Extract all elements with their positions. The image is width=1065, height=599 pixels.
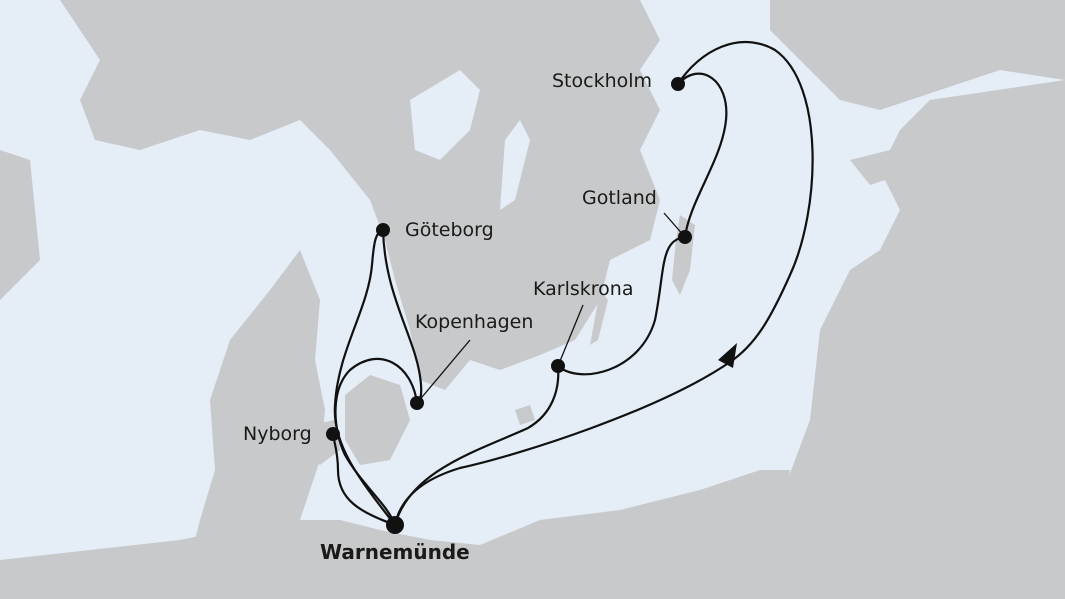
port-marker-karlskrona[interactable] [551, 359, 565, 373]
port-marker-goteborg[interactable] [376, 223, 390, 237]
land-jutland [180, 250, 325, 599]
route-stockholm-warnemunde [393, 40, 814, 526]
route-lines [331, 40, 814, 527]
land-saaremaa [850, 150, 900, 185]
land-scandinavia [60, 0, 660, 390]
land-finland [770, 0, 1065, 110]
route-karlskrona-gotland [557, 235, 686, 376]
route-kopenhagen-loop [334, 357, 419, 526]
label-gotland: Gotland [582, 187, 657, 209]
label-kopenhagen: Kopenhagen [415, 311, 534, 333]
label-goteborg: Göteborg [405, 219, 494, 241]
port-marker-warnemunde[interactable] [386, 516, 404, 534]
label-karlskrona: Karlskrona [533, 278, 634, 300]
leader-karlskrona [557, 304, 584, 367]
route-warnemunde-karlskrona [393, 365, 560, 526]
port-marker-stockholm[interactable] [671, 77, 685, 91]
label-nyborg: Nyborg [243, 423, 312, 445]
land-zealand [345, 375, 410, 465]
label-warnemunde: Warnemünde [320, 540, 470, 564]
label-stockholm: Stockholm [552, 70, 653, 92]
route-direction-arrow-icon [718, 343, 737, 368]
land-baltics [760, 80, 1065, 599]
route-warnemunde-nyborg [331, 433, 396, 527]
port-marker-gotland[interactable] [678, 230, 692, 244]
lake-vanern [410, 70, 480, 160]
lake-vattern [500, 120, 530, 210]
port-marker-kopenhagen[interactable] [410, 396, 424, 410]
land-oland [590, 290, 608, 345]
route-gotland-stockholm [677, 72, 728, 238]
land-germany-poland [0, 470, 790, 599]
leader-kopenhagen [416, 339, 471, 404]
land-bornholm [515, 405, 535, 425]
port-marker-nyborg[interactable] [326, 427, 340, 441]
land-uk-edge [0, 150, 40, 300]
